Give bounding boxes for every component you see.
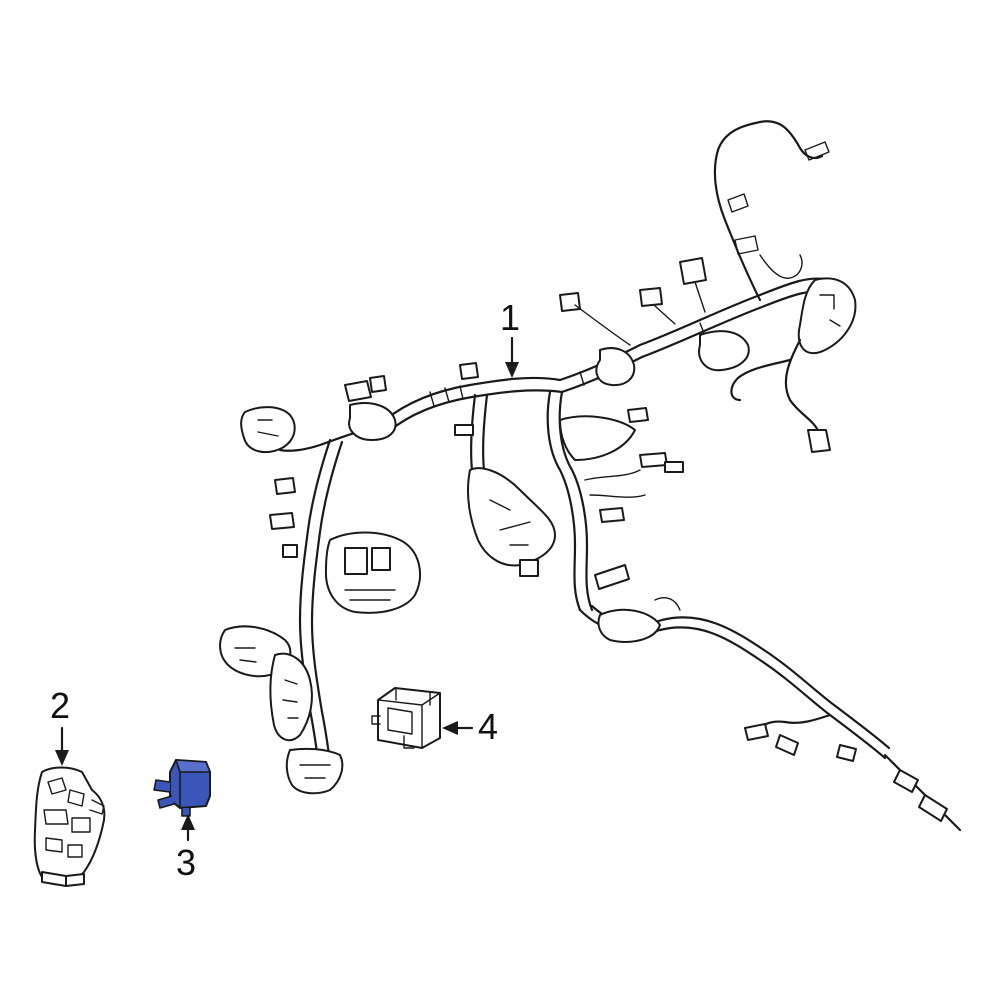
callout-number-3[interactable]: 3 bbox=[176, 842, 197, 883]
wiring-harness[interactable] bbox=[219, 120, 962, 832]
callout-2-arrow bbox=[55, 726, 69, 766]
callout-4-arrow bbox=[442, 721, 474, 735]
relay-bracket[interactable] bbox=[371, 687, 441, 749]
junction-block[interactable] bbox=[33, 766, 106, 887]
callout-number-1[interactable]: 1 bbox=[500, 297, 521, 338]
callout-1-arrow bbox=[505, 336, 519, 378]
callout-number-4[interactable]: 4 bbox=[478, 706, 499, 747]
relay[interactable] bbox=[153, 759, 211, 817]
callout-3-arrow bbox=[181, 814, 195, 842]
callout-number-2[interactable]: 2 bbox=[50, 685, 71, 726]
